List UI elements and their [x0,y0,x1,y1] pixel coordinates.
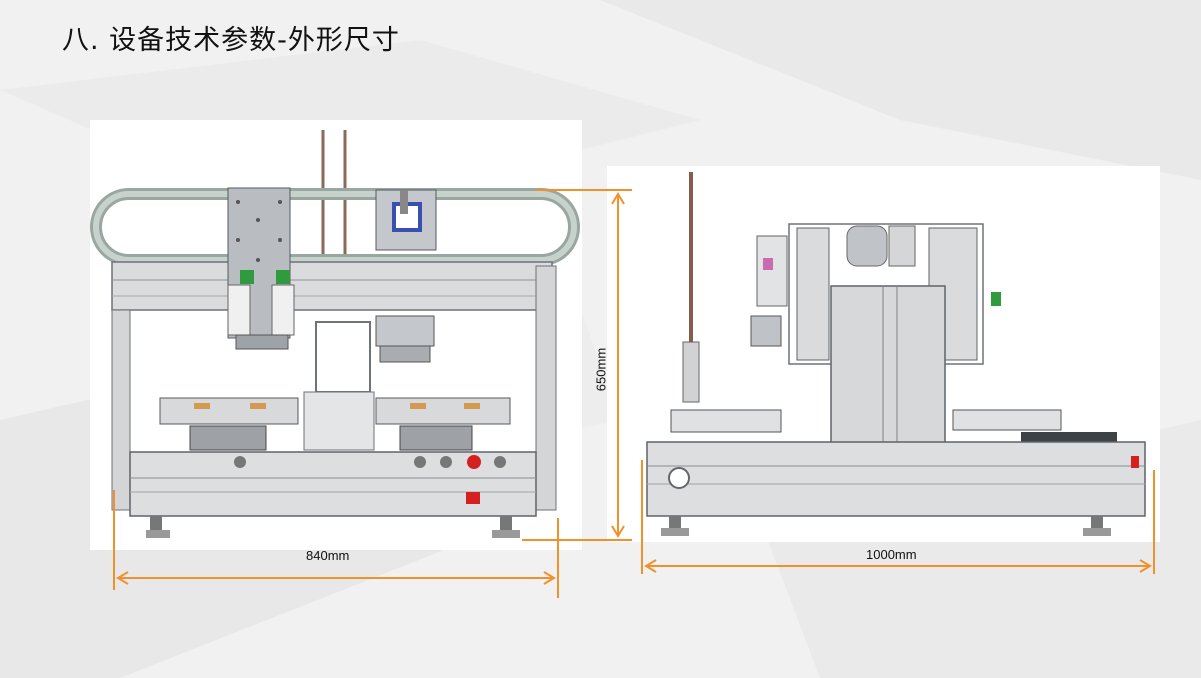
height-dimension-label: 650mm [593,347,609,392]
width-dimension-label: 840mm [306,548,350,563]
side-view-image [607,166,1160,542]
front-view-image [90,120,582,550]
front-view-drawing [90,130,580,538]
depth-dimension-label: 1000mm [866,547,917,562]
side-view-drawing [646,172,1146,536]
slide-title: 八. 设备技术参数-外形尺寸 [62,25,400,56]
